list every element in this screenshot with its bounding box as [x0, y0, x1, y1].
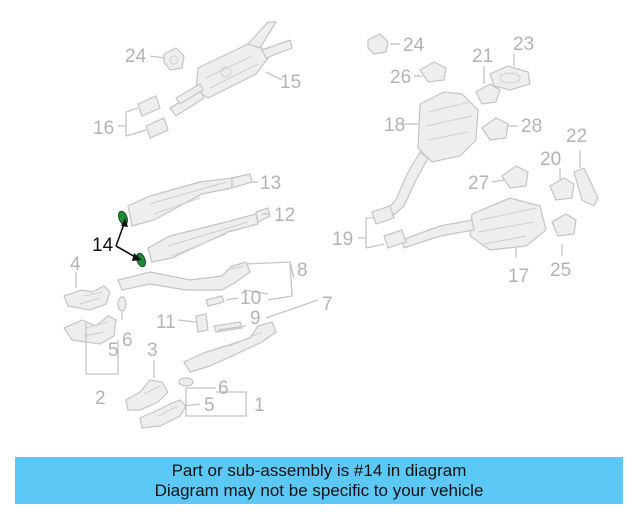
callout-26: 26 — [390, 67, 411, 88]
callout-1: 1 — [254, 395, 265, 416]
hanger-24-right — [367, 33, 389, 55]
bracket-21 — [475, 83, 501, 105]
callout-24-right: 24 — [403, 35, 425, 56]
callout-15: 15 — [280, 72, 301, 93]
leader-lines — [75, 43, 581, 417]
catalytic-converter-3 — [125, 379, 169, 411]
callout-3: 3 — [147, 340, 158, 361]
callout-10: 10 — [240, 288, 261, 309]
callout-6-left: 6 — [122, 330, 133, 351]
catalytic-converter-5-left — [63, 315, 117, 345]
bracket-20 — [549, 177, 575, 201]
callout-23: 23 — [513, 34, 534, 55]
hanger-24-left — [163, 47, 185, 71]
front-pipe-12 — [147, 207, 271, 263]
rear-muffler-18 — [381, 91, 479, 221]
gasket-6-left — [117, 296, 127, 312]
catalytic-converter-4 — [63, 285, 111, 311]
callout-12: 12 — [274, 205, 295, 226]
callout-25: 25 — [550, 260, 571, 281]
banner-line-1: Part or sub-assembly is #14 in diagram — [171, 460, 467, 480]
callout-21: 21 — [472, 46, 493, 67]
callout-2: 2 — [95, 388, 106, 409]
bracket-26 — [419, 61, 447, 83]
callout-11: 11 — [156, 312, 176, 333]
clamps-19 — [371, 205, 407, 249]
front-pipe-13 — [127, 173, 253, 227]
resonator-assembly-15 — [169, 21, 293, 117]
callout-6-lower: 6 — [218, 378, 229, 399]
downpipe-8 — [117, 261, 251, 307]
clamps-16 — [137, 95, 169, 139]
callout-17: 17 — [508, 266, 529, 287]
bracket-27 — [501, 165, 529, 189]
callout-8: 8 — [297, 260, 308, 281]
rear-muffler-17 — [401, 197, 547, 251]
info-banner: Part or sub-assembly is #14 in diagram D… — [15, 457, 623, 504]
bracket-25 — [551, 213, 577, 237]
callout-13: 13 — [260, 173, 281, 194]
callout-9: 9 — [250, 308, 261, 329]
tip-23 — [489, 65, 531, 91]
callout-18: 18 — [384, 115, 405, 136]
gasket-6-lower — [178, 377, 194, 387]
callout-5-left: 5 — [108, 340, 119, 361]
callout-28: 28 — [521, 116, 542, 137]
gasket-14-highlighted — [115, 210, 146, 268]
callout-19: 19 — [332, 229, 353, 250]
banner-line-2: Diagram may not be specific to your vehi… — [154, 480, 484, 500]
callout-4: 4 — [70, 254, 81, 275]
bracket-28 — [481, 117, 509, 141]
callout-24-left: 24 — [125, 46, 147, 67]
intermediate-pipe-7 — [183, 313, 277, 373]
callout-27: 27 — [468, 173, 489, 194]
callout-16: 16 — [93, 118, 114, 139]
callout-labels: 24 15 16 13 12 14 8 10 7 9 11 4 5 6 2 3 … — [70, 34, 587, 416]
tip-22 — [573, 167, 599, 207]
callout-5-lower: 5 — [204, 395, 215, 416]
callout-22: 22 — [566, 126, 587, 147]
callout-14: 14 — [92, 235, 114, 256]
callout-7: 7 — [322, 294, 333, 315]
callout-20: 20 — [540, 149, 561, 170]
